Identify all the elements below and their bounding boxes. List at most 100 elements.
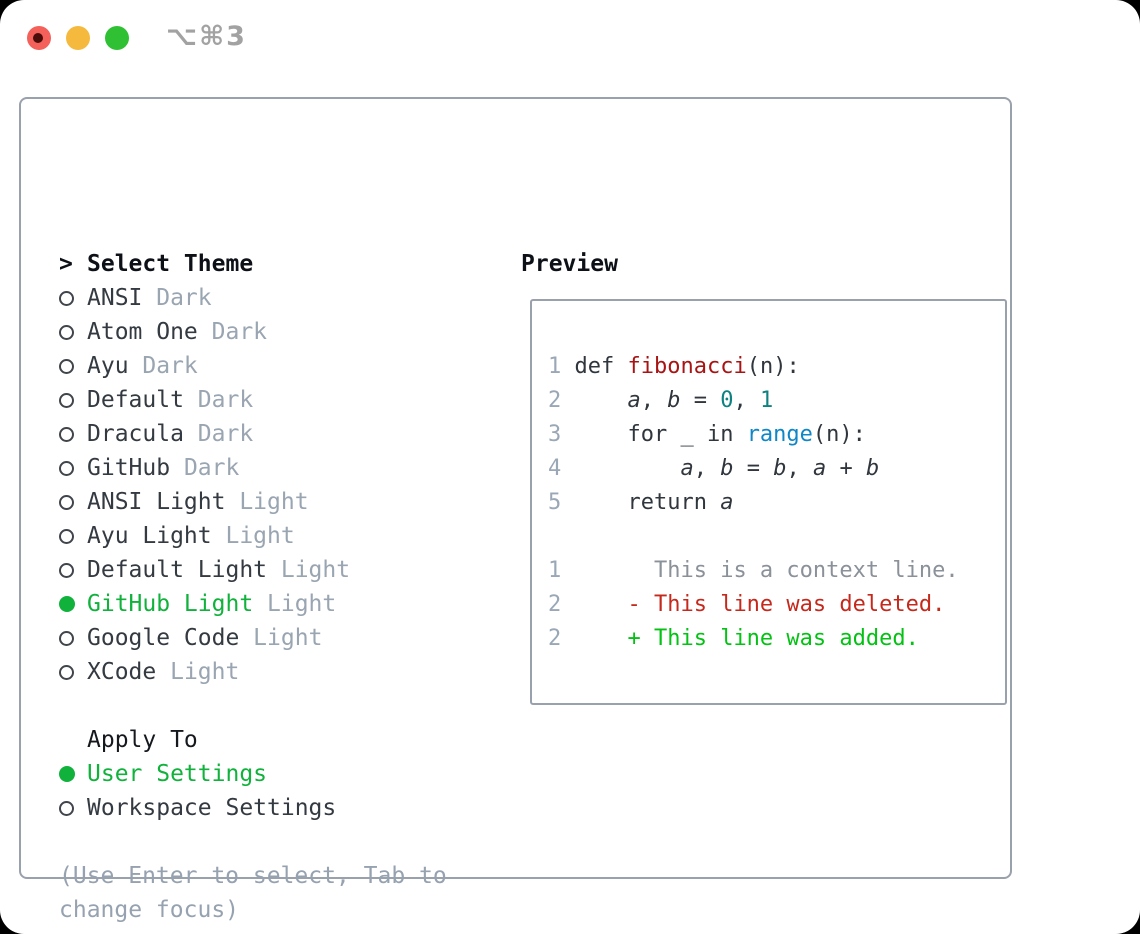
radio-cell bbox=[59, 392, 87, 408]
code-token: b bbox=[667, 388, 681, 413]
theme-option-github[interactable]: GitHub Dark bbox=[59, 451, 499, 485]
code-token: b bbox=[720, 456, 734, 481]
code-token: = bbox=[733, 456, 774, 481]
code-token: a bbox=[720, 490, 734, 515]
theme-list-header: > Select Theme bbox=[59, 247, 499, 281]
radio-selected-icon bbox=[59, 766, 75, 782]
theme-option-xcode[interactable]: XCode Light bbox=[59, 655, 499, 689]
theme-name: Ayu bbox=[87, 353, 129, 379]
code-token: , bbox=[733, 388, 760, 413]
focus-caret-icon: > bbox=[59, 251, 73, 277]
radio-cell bbox=[59, 800, 87, 816]
window-title: ⌥⌘3 bbox=[166, 21, 247, 52]
theme-option-default-light[interactable]: Default Light Light bbox=[59, 553, 499, 587]
radio-icon bbox=[59, 324, 74, 340]
radio-icon bbox=[59, 460, 74, 476]
code-token: fibonacci bbox=[627, 354, 747, 379]
code-token: This is a context line. bbox=[574, 558, 959, 583]
code-token: , bbox=[786, 456, 813, 481]
code-token: 2 bbox=[548, 388, 575, 413]
apply-option-user-settings[interactable]: User Settings bbox=[59, 757, 499, 791]
radio-icon bbox=[59, 494, 74, 510]
theme-variant-tag: Dark bbox=[197, 319, 268, 345]
code-token: 2 bbox=[548, 592, 575, 617]
code-token: range bbox=[746, 422, 813, 447]
code-token: (n): bbox=[746, 354, 800, 379]
radio-selected-icon bbox=[59, 596, 75, 612]
theme-name: Ayu Light bbox=[87, 523, 212, 549]
radio-cell bbox=[59, 460, 87, 476]
code-token: b bbox=[865, 456, 880, 481]
theme-variant-tag: Light bbox=[211, 523, 295, 549]
theme-option-ansi-light[interactable]: ANSI Light Light bbox=[59, 485, 499, 519]
code-token: 1 bbox=[548, 558, 575, 583]
radio-icon bbox=[59, 630, 74, 646]
code-token: = bbox=[680, 388, 721, 413]
theme-name: Default bbox=[87, 387, 184, 413]
spacer bbox=[59, 825, 499, 859]
help-line: change focus) bbox=[59, 897, 240, 923]
radio-cell bbox=[59, 528, 87, 544]
code-token: 5 bbox=[548, 490, 575, 515]
theme-name: XCode bbox=[87, 659, 157, 685]
code-token: 1 bbox=[548, 354, 575, 379]
spacer bbox=[59, 689, 499, 723]
apply-to-header-label: Apply To bbox=[87, 727, 198, 753]
theme-option-ayu-light[interactable]: Ayu Light Light bbox=[59, 519, 499, 553]
code-token: def bbox=[574, 354, 628, 379]
theme-option-ayu[interactable]: Ayu Dark bbox=[59, 349, 499, 383]
theme-name: GitHub Light bbox=[87, 591, 254, 617]
close-button[interactable] bbox=[27, 26, 51, 50]
code-token: , bbox=[693, 456, 721, 481]
code-token bbox=[575, 456, 681, 481]
theme-list-header-label: Select Theme bbox=[87, 251, 254, 277]
theme-option-google-code[interactable]: Google Code Light bbox=[59, 621, 499, 655]
help-line: (Use Enter to select, Tab to bbox=[59, 863, 447, 889]
theme-variant-tag: Dark bbox=[183, 421, 254, 447]
theme-variant-tag: Dark bbox=[128, 353, 198, 379]
code-line: 2 a, b = 0, 1 bbox=[548, 384, 1005, 418]
code-line: 2 - This line was deleted. bbox=[548, 588, 1005, 622]
code-line: 1 def fibonacci(n): bbox=[548, 350, 1005, 384]
code-token: + bbox=[826, 456, 866, 481]
code-token: a bbox=[680, 456, 694, 481]
theme-option-atom-one[interactable]: Atom One Dark bbox=[59, 315, 499, 349]
theme-option-dracula[interactable]: Dracula Dark bbox=[59, 417, 499, 451]
theme-variant-tag: Light bbox=[253, 591, 337, 617]
theme-option-ansi[interactable]: ANSI Dark bbox=[59, 281, 499, 315]
radio-icon bbox=[59, 664, 74, 680]
code-token: 0 bbox=[720, 388, 734, 413]
radio-cell bbox=[59, 324, 87, 340]
radio-cell bbox=[59, 766, 87, 782]
theme-option-default[interactable]: Default Dark bbox=[59, 383, 499, 417]
zoom-button[interactable] bbox=[105, 26, 129, 50]
theme-name: Google Code bbox=[87, 625, 240, 651]
minimize-button[interactable] bbox=[66, 26, 90, 50]
radio-cell bbox=[59, 664, 87, 680]
radio-icon bbox=[59, 426, 74, 442]
theme-name: Atom One bbox=[87, 319, 198, 345]
code-token: - This line was deleted. bbox=[574, 592, 946, 617]
code-token: a bbox=[812, 456, 827, 481]
theme-variant-tag: Light bbox=[225, 489, 309, 515]
theme-variant-tag: Light bbox=[239, 625, 323, 651]
code-token: for _ in bbox=[574, 422, 747, 447]
close-dot-icon bbox=[33, 33, 43, 43]
theme-variant-tag: Light bbox=[156, 659, 240, 685]
code-token: (n): bbox=[812, 422, 866, 447]
theme-variant-tag: Dark bbox=[142, 285, 212, 311]
radio-cell bbox=[59, 494, 87, 510]
radio-icon bbox=[59, 528, 74, 544]
code-line: 2 + This line was added. bbox=[548, 622, 1005, 656]
apply-option-workspace-settings[interactable]: Workspace Settings bbox=[59, 791, 499, 825]
theme-name: Default Light bbox=[87, 557, 268, 583]
radio-icon bbox=[59, 290, 74, 306]
preview-title: Preview bbox=[521, 251, 618, 277]
theme-option-github-light[interactable]: GitHub Light Light bbox=[59, 587, 499, 621]
code-token: 4 bbox=[548, 456, 575, 481]
apply-option-label: User Settings bbox=[87, 761, 268, 787]
code-token: + This line was added. bbox=[574, 626, 919, 651]
theme-name: ANSI bbox=[87, 285, 143, 311]
radio-cell bbox=[59, 426, 87, 442]
